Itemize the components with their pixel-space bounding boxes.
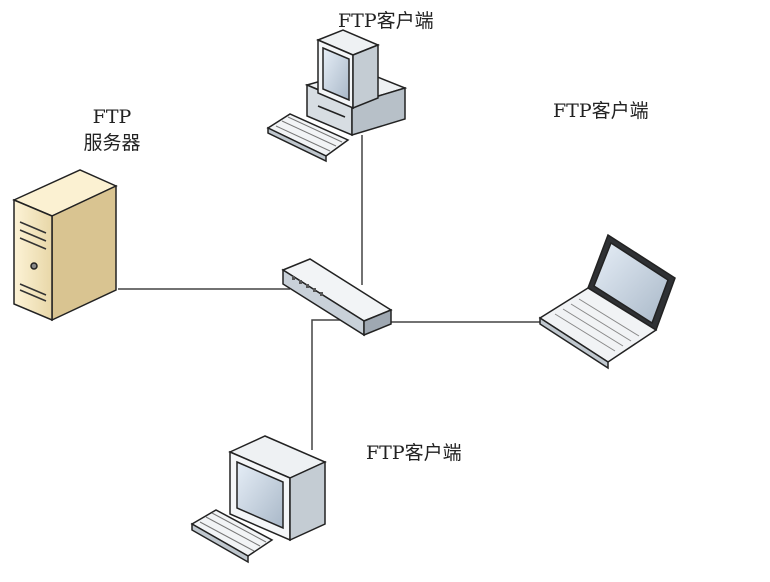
client-right-label: FTP客户端	[553, 100, 649, 122]
server-label: FTP 服务器	[72, 104, 152, 156]
laptop-icon	[538, 233, 676, 370]
desktop-computer-icon	[266, 29, 408, 163]
network-switch-icon	[281, 258, 393, 337]
connection-lines	[118, 135, 545, 450]
link-bottomclient-switch	[311, 319, 345, 450]
server-label-line2: 服务器	[83, 132, 141, 154]
client-bottom-label: FTP客户端	[366, 442, 462, 464]
server-label-line1: FTP	[92, 106, 132, 128]
server-tower-icon	[12, 169, 118, 322]
client-top-label: FTP客户端	[338, 10, 434, 32]
desktop-computer-icon	[190, 435, 327, 564]
